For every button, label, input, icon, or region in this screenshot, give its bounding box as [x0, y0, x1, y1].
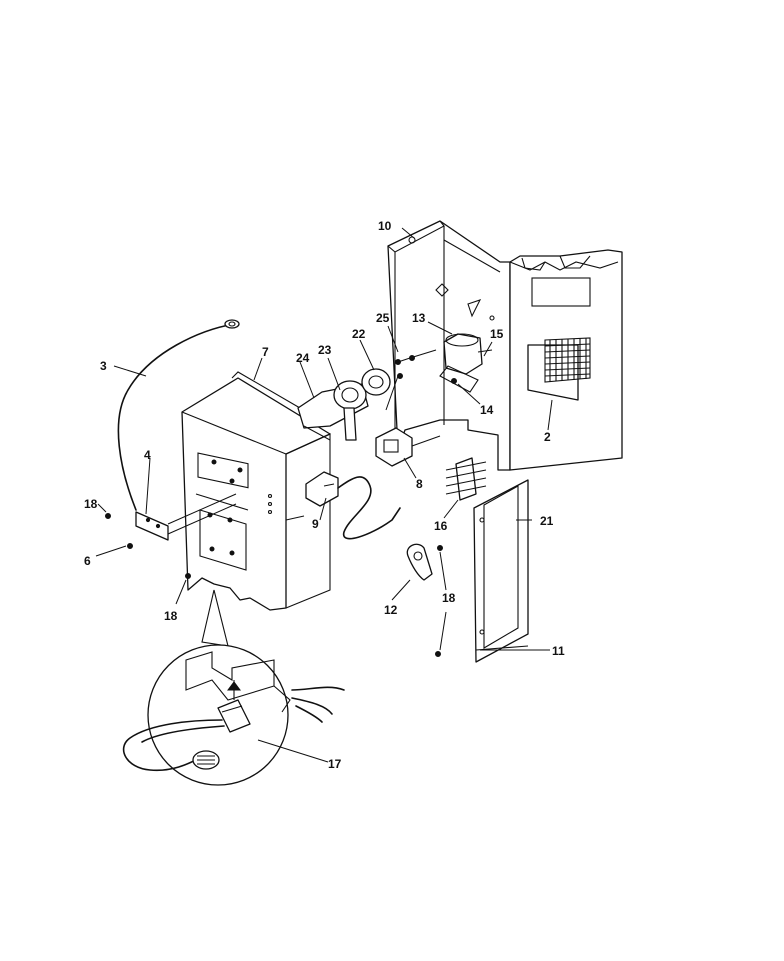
callout-15: 15 [490, 327, 504, 341]
callout-21: 21 [540, 514, 554, 528]
callout-23: 23 [318, 343, 332, 357]
callout-9: 9 [312, 517, 319, 531]
callout-16: 16 [434, 519, 448, 533]
callout-3: 3 [100, 359, 107, 373]
callout-25: 25 [376, 311, 390, 325]
callout-12: 12 [384, 603, 398, 617]
sensor-9 [305, 471, 401, 540]
callout-13: 13 [412, 311, 426, 325]
mounting-bracket-4 [135, 511, 169, 541]
grille-mesh [544, 337, 591, 383]
callout-10: 10 [378, 219, 392, 233]
switch-8 [375, 427, 413, 467]
callout-leaders [95, 227, 553, 763]
damper-motor-13 [409, 333, 493, 393]
terminal-block-16 [445, 457, 487, 501]
callout-18-left: 18 [84, 497, 98, 511]
cam-12 [406, 543, 433, 581]
detail-view-17 [123, 589, 345, 786]
callout-6: 6 [84, 554, 91, 568]
callout-22: 22 [352, 327, 366, 341]
screws [105, 513, 443, 657]
callout-24: 24 [296, 351, 310, 365]
explosion-lines [167, 357, 441, 535]
callout-7: 7 [262, 345, 269, 359]
callout-2: 2 [544, 430, 551, 444]
lower-cover-21 [473, 479, 529, 663]
callout-14: 14 [480, 403, 494, 417]
callout-18-bottom: 18 [164, 609, 178, 623]
rear-wall-grille-2 [509, 249, 623, 471]
control-housing-7 [181, 371, 331, 611]
callout-17: 17 [328, 757, 342, 771]
callout-4: 4 [144, 448, 151, 462]
callout-8: 8 [416, 477, 423, 491]
callout-11: 11 [552, 644, 565, 658]
callout-18-right: 18 [442, 591, 456, 605]
wire-harness-3 [117, 319, 240, 511]
duct-assembly-22-25 [297, 359, 403, 441]
callouts: 2 3 4 6 7 8 9 10 11 12 13 14 15 16 17 18… [84, 219, 565, 771]
